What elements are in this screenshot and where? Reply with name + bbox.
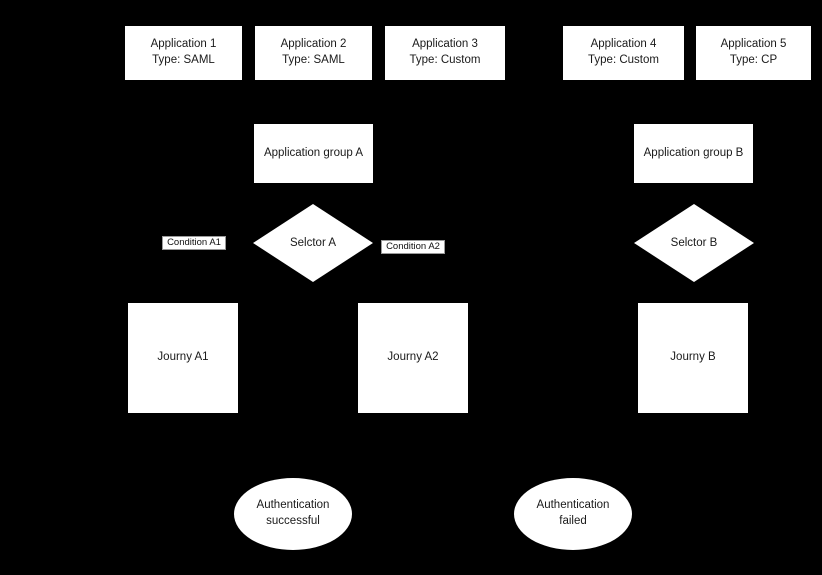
application-2-type: Type: SAML (282, 54, 345, 66)
application-5-name: Application 5 (720, 38, 787, 51)
authentication-failed-line2: failed (559, 515, 587, 527)
authentication-successful-line1: Authentication (256, 499, 330, 512)
application-node-5[interactable]: Application 5 Type: CP (696, 26, 811, 80)
journey-a1-label: Journy A1 (157, 351, 209, 364)
application-node-1[interactable]: Application 1 Type: SAML (125, 26, 242, 80)
condition-a1-label[interactable]: Condition A1 (162, 236, 226, 250)
selector-a-node[interactable]: Selctor A (253, 204, 373, 282)
application-2-name: Application 2 (280, 38, 347, 51)
application-1-type: Type: SAML (152, 54, 215, 66)
condition-a2-label[interactable]: Condition A2 (381, 240, 445, 254)
application-group-a-label: Application group A (263, 146, 364, 159)
application-group-b-node[interactable]: Application group B (634, 124, 753, 183)
journey-a2-label: Journy A2 (387, 351, 439, 364)
authentication-successful-node[interactable]: Authentication successful (234, 478, 352, 550)
application-3-type: Type: Custom (409, 54, 481, 66)
application-node-4[interactable]: Application 4 Type: Custom (563, 26, 684, 80)
selector-b-node[interactable]: Selctor B (634, 204, 754, 282)
application-5-type: Type: CP (729, 54, 778, 66)
selector-a-label: Selctor A (289, 237, 337, 249)
selector-b-label: Selctor B (670, 237, 718, 249)
application-node-2[interactable]: Application 2 Type: SAML (255, 26, 372, 80)
application-4-type: Type: Custom (588, 54, 659, 66)
authentication-failed-line1: Authentication (536, 499, 610, 512)
journey-a1-node[interactable]: Journy A1 (128, 303, 238, 413)
application-1-name: Application 1 (150, 38, 217, 51)
application-node-3[interactable]: Application 3 Type: Custom (385, 26, 505, 80)
application-group-a-node[interactable]: Application group A (254, 124, 373, 183)
application-4-name: Application 4 (590, 38, 657, 51)
application-group-b-label: Application group B (643, 146, 744, 159)
journey-b-label: Journy B (670, 351, 716, 364)
journey-b-node[interactable]: Journy B (638, 303, 748, 413)
application-3-name: Application 3 (412, 38, 478, 51)
journey-a2-node[interactable]: Journy A2 (358, 303, 468, 413)
authentication-failed-node[interactable]: Authentication failed (514, 478, 632, 550)
authentication-successful-line2: successful (266, 515, 320, 527)
